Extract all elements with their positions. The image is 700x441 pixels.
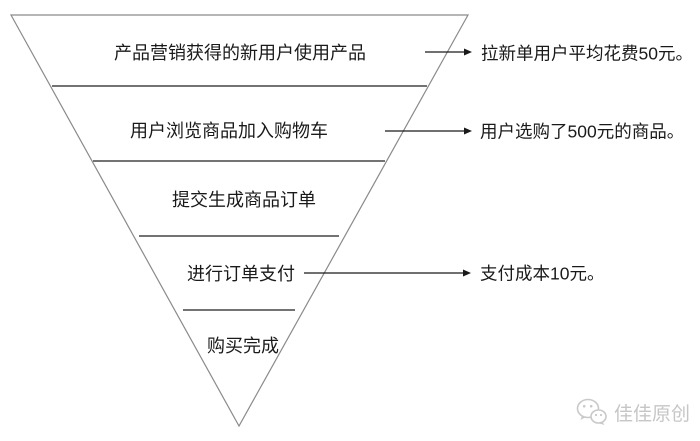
annotation-level-1: 拉新单用户平均花费50元。 <box>481 43 693 64</box>
funnel-outline <box>9 14 470 428</box>
wechat-icon <box>576 398 607 425</box>
watermark-text: 佳佳原创 <box>614 403 691 425</box>
annotation-level-2: 用户选购了500元的商品。 <box>480 121 685 142</box>
annotation-level-4: 支付成本10元。 <box>480 263 605 284</box>
funnel-level-3-label: 提交生成商品订单 <box>172 190 316 210</box>
funnel-level-1-label: 产品营销获得的新用户使用产品 <box>114 43 366 63</box>
funnel-level-4-label: 进行订单支付 <box>187 264 295 284</box>
watermark: 佳佳原创 <box>576 398 690 426</box>
funnel-level-5-label: 购买完成 <box>207 336 279 356</box>
funnel-level-2-label: 用户浏览商品加入购物车 <box>130 121 328 141</box>
